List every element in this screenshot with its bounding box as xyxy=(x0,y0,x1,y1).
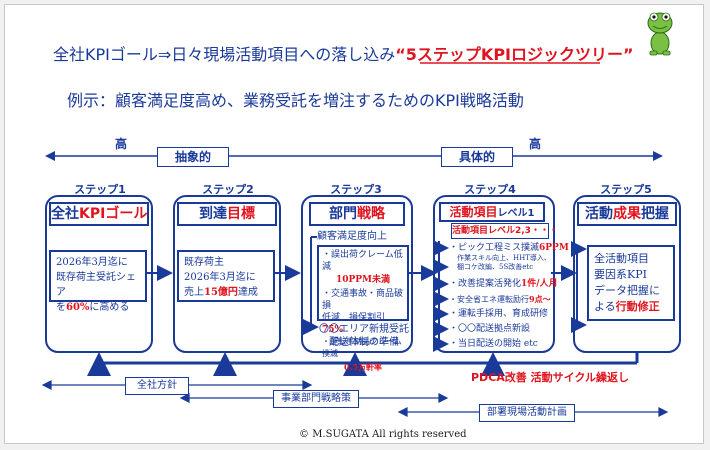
pdca-label: PDCA改善 活動サイクル繰返し xyxy=(471,371,630,384)
step-5-heading-text: 活動 xyxy=(585,206,613,222)
step-4-label: ステップ4 xyxy=(464,183,516,196)
step-4-item-text: 作業スキル向上、HHT導入、 xyxy=(457,254,551,262)
step-5-heading-text: 把握 xyxy=(641,206,669,222)
step-1-heading-accent: KPIゴール xyxy=(79,206,148,222)
step-3-item: 低減 損保割引 xyxy=(322,313,386,323)
abstract-tag: 抽象的 xyxy=(157,147,229,167)
step-4-item-7: ・当日配送の開始 etc xyxy=(449,339,538,349)
scale-high-right: 高 xyxy=(529,137,542,151)
step-1-line: 既存荷主受託シェア xyxy=(56,272,136,298)
step-3-item: ・交通事故・商品破損 xyxy=(322,289,404,311)
step-2-line: 既存荷主 xyxy=(184,257,224,268)
step-4-heading-text: レベル1 xyxy=(497,208,535,219)
step-5-line: 要因系KPI xyxy=(594,268,647,281)
step-3-bottom: 〇〇エリア新規受託 配送体制の準備 xyxy=(319,323,409,349)
step-5-heading-accent: 成果 xyxy=(613,206,641,222)
step-5-label: ステップ5 xyxy=(600,183,652,196)
main-title-highlight: “5ステップKPIロジックツリー” xyxy=(395,45,634,64)
step-2-heading: 到達目標 xyxy=(177,202,277,226)
step-4-heading-accent: 活動項目 xyxy=(449,205,498,219)
step-1-heading: 全社KPIゴール xyxy=(49,202,149,226)
step-1-line: に高める xyxy=(89,302,130,313)
step-4-heading: 活動項目レベル1 xyxy=(439,202,545,222)
policy-division: 事業部門戦略策 xyxy=(273,390,359,408)
step-4-item-3: ・改善提案活発化1件/人月 xyxy=(449,278,558,290)
copyright: © M.SUGATA All rights reserved xyxy=(299,429,467,440)
step-4-item-text: ・ピック工程ミス撲滅 xyxy=(449,243,540,253)
step-3-value: 75% xyxy=(322,325,344,335)
scale-arrow xyxy=(45,151,663,161)
step-4-item-1: ・ピック工程ミス撲滅6PPM xyxy=(449,242,569,254)
step-5-line: 全活動項目 xyxy=(594,252,649,265)
step-3-bottom-line: 配送体制の準備 xyxy=(329,337,399,348)
step-5-heading: 活動成果把握 xyxy=(577,202,677,226)
step-3-items: ・誤出荷クレーム低減 10PPM未満 ・交通事故・商品破損 低減 損保割引 75%… xyxy=(317,245,409,372)
copyright-icon: © xyxy=(299,429,309,440)
step-4-item-4: ・安全省エネ運転励行9点～ xyxy=(449,293,551,306)
step-4-item-6: ・〇〇配送拠点新設 xyxy=(449,324,531,334)
step-3-heading-accent: 戦略 xyxy=(357,206,385,222)
step-4-item-accent: 1件/人月 xyxy=(521,279,558,289)
step-3-label: ステップ3 xyxy=(330,183,382,196)
frog-mascot-icon xyxy=(647,12,673,56)
step-5-line: よる xyxy=(594,300,616,313)
step-3-heading: 部門戦略 xyxy=(309,202,405,226)
diagram-canvas: 全社KPIゴール⇒日々現場活動項目への落し込み“5ステップKPIロジックツリー”… xyxy=(4,4,704,444)
step-2-label: ステップ2 xyxy=(202,183,254,196)
flow-connectors xyxy=(87,236,639,376)
step-5-body: 全活動項目 要因系KPI データ把握に よる行動修正 xyxy=(587,245,675,321)
step-3-bottom-line: 〇〇エリア新規受託 xyxy=(319,324,409,335)
step-3-item: ・誤出荷クレーム低減 xyxy=(322,250,403,272)
step-2-body: 既存荷主 2026年3月迄に 売上15億円達成 xyxy=(177,250,275,302)
step-3-value: 0.5万軒率 xyxy=(344,362,382,372)
step-1-label: ステップ1 xyxy=(74,183,126,196)
step-3-top: 顧客満足度向上 xyxy=(317,231,387,242)
step-3-item: ・運転手納品クレーム撲滅 xyxy=(322,337,402,358)
step-4-sublevel: 活動項目レベル2,3・・・ xyxy=(451,223,558,239)
step-3-value: 10PPM未満 xyxy=(335,275,391,285)
example-title: 例示：顧客満足度高め、業務受託を増注するためのKPI戦略活動 xyxy=(67,91,524,110)
step-1-line: を xyxy=(56,302,66,313)
step-2-line: 達成 xyxy=(237,287,258,298)
step-4-item-accent: 9点～ xyxy=(529,294,551,304)
copyright-text: M.SUGATA All rights reserved xyxy=(312,429,467,440)
policy-company: 全社方針 xyxy=(125,377,189,395)
step-1-heading-text: 全社 xyxy=(51,206,79,222)
step-2-line: 売上 xyxy=(184,287,204,298)
step-2-heading-accent: 目標 xyxy=(227,206,255,222)
step-1-body: 2026年3月迄に 既存荷主受託シェア を60%に高める xyxy=(49,250,147,313)
title-underline xyxy=(420,62,600,64)
step-4-item-text: 棚コケ改編、5S改善etc xyxy=(457,263,534,271)
step-4-item-accent: 6PPM xyxy=(539,243,569,253)
step-4-item-text: ・安全省エネ運転励行 xyxy=(449,295,529,304)
main-title-text: 全社KPIゴール⇒日々現場活動項目への落し込み xyxy=(53,45,396,64)
policy-field: 部署現場活動計画 xyxy=(479,404,575,422)
step-3-heading-text: 部門 xyxy=(329,206,357,222)
step-4-item-text: ・改善提案活発化 xyxy=(449,279,522,289)
step-5-line: データ把握に xyxy=(594,284,660,297)
step-2-accent: 15億円 xyxy=(204,287,238,298)
step-4-item-2: 作業スキル向上、HHT導入、 棚コケ改編、5S改善etc xyxy=(457,254,551,272)
step-1-line: 2026年3月迄に xyxy=(56,257,128,268)
scale-high-left: 高 xyxy=(115,137,128,151)
step-1-accent: 60% xyxy=(66,302,90,313)
concrete-tag: 具体的 xyxy=(441,147,513,167)
step-5-accent: 行動修正 xyxy=(615,300,660,313)
step-2-line: 2026年3月迄に xyxy=(184,272,256,283)
step-2-heading-text: 到達 xyxy=(199,206,227,222)
main-title: 全社KPIゴール⇒日々現場活動項目への落し込み“5ステップKPIロジックツリー” xyxy=(53,41,634,65)
step-4-item-5: ・運転手採用、育成研修 xyxy=(449,309,549,319)
